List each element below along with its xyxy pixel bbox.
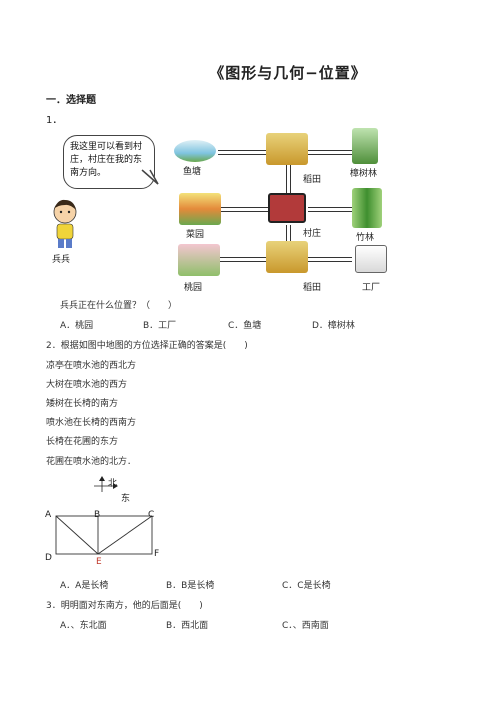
q2-option-b[interactable]: B．B是长椅 xyxy=(166,581,215,591)
person-label: 兵兵 xyxy=(52,255,71,265)
q2-option-c[interactable]: C．C是长椅 xyxy=(282,581,331,591)
vegetable-garden-image xyxy=(179,193,221,225)
place-label-peach: 桃园 xyxy=(184,283,203,293)
line-c-e xyxy=(97,515,153,555)
point-b: B xyxy=(94,510,101,520)
camphor-forest-image xyxy=(352,128,378,164)
compass-north: 北 xyxy=(108,479,118,489)
place-label-garden: 菜园 xyxy=(186,230,205,240)
q1-option-d[interactable]: D．樟树林 xyxy=(312,321,355,331)
point-a: A xyxy=(45,510,52,520)
bubble-tail xyxy=(141,169,159,185)
q2-line-3: 矮树在长椅的南方 xyxy=(46,399,119,409)
question-2-text: 2．根据如图中地图的方位选择正确的答案是( ) xyxy=(46,341,248,351)
question-1-number: 1． xyxy=(46,115,63,126)
q2-option-a[interactable]: A．A是长椅 xyxy=(60,581,109,591)
road-mid-left xyxy=(218,207,268,212)
page-title: 《图形与几何−位置》 xyxy=(209,64,367,82)
section-heading: 一．选择题 xyxy=(46,95,96,106)
line-a-e xyxy=(55,515,99,555)
north-arrow-head xyxy=(99,476,105,481)
place-label-village: 村庄 xyxy=(303,229,322,239)
place-label-rice-bottom: 稻田 xyxy=(303,283,322,293)
q1-option-c[interactable]: C．鱼塘 xyxy=(228,321,262,331)
q2-line-5: 长椅在花圃的东方 xyxy=(46,437,119,447)
speech-bubble: 我这里可以看到村庄，村庄在我的东南方向。 xyxy=(63,135,155,189)
q2-line-6: 花圃在喷水池的北方． xyxy=(46,457,137,467)
place-label-factory: 工厂 xyxy=(362,283,381,293)
village-image xyxy=(268,193,306,223)
point-f: F xyxy=(154,549,160,559)
rice-field-top-image xyxy=(266,133,308,165)
q1-option-a[interactable]: A．桃园 xyxy=(60,321,94,331)
point-d: D xyxy=(45,553,52,563)
q3-option-a[interactable]: A．、东北面 xyxy=(60,621,107,631)
point-e: E xyxy=(96,557,102,567)
bamboo-forest-image xyxy=(352,188,382,228)
place-label-pond: 鱼塘 xyxy=(183,167,202,177)
road-mid-right xyxy=(308,207,352,212)
q3-option-b[interactable]: B．西北面 xyxy=(166,621,209,631)
rice-field-bottom-image xyxy=(266,241,308,273)
point-c: C xyxy=(148,510,155,520)
boy-icon xyxy=(53,199,77,248)
q2-line-1: 凉亭在喷水池的西北方 xyxy=(46,361,137,371)
q2-line-2: 大树在喷水池的西方 xyxy=(46,380,128,390)
place-label-rice-top: 稻田 xyxy=(303,175,322,185)
q1-option-b[interactable]: B．工厂 xyxy=(143,321,177,331)
q2-line-4: 喷水池在长椅的西南方 xyxy=(46,418,137,428)
compass-east: 东 xyxy=(121,494,131,504)
place-label-bamboo: 竹林 xyxy=(356,233,375,243)
east-arrow-head xyxy=(113,483,118,489)
map-rectangle xyxy=(55,515,153,555)
peach-orchard-image xyxy=(178,244,220,276)
q3-option-c[interactable]: C．、西南面 xyxy=(282,621,329,631)
question-1-text: 兵兵正在什么位置？（ ） xyxy=(60,301,178,311)
pond-image xyxy=(174,140,216,162)
road-v-top xyxy=(286,165,291,195)
place-label-camphor: 樟树林 xyxy=(350,169,378,179)
question-3-text: 3．明明面对东南方，他的后面是( ) xyxy=(46,601,203,611)
road-v-bottom xyxy=(286,225,291,245)
factory-image xyxy=(355,245,387,273)
direction-map xyxy=(55,476,153,555)
